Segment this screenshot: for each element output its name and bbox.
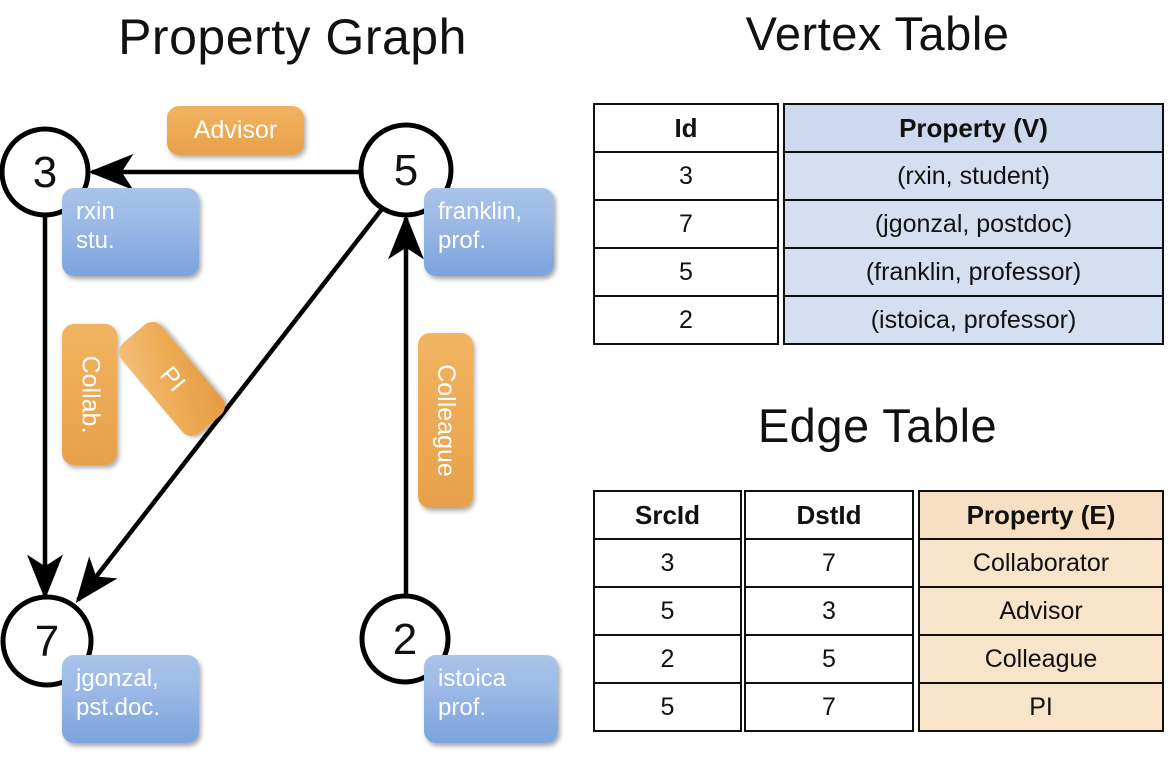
vertex-id-cell: 7 [593, 199, 779, 249]
node-property-box-5: franklin, prof. [424, 188, 554, 276]
edge-srcid-cell: 2 [593, 634, 742, 684]
edge-dstid-cell: 3 [744, 586, 914, 636]
edge-property-cell: Advisor [918, 586, 1164, 636]
edge-property-cell: PI [918, 682, 1164, 732]
table-row: PI [918, 682, 1164, 732]
edge-table-header-srcid: SrcId [593, 490, 742, 540]
page-title-edge-table: Edge Table [757, 399, 998, 452]
page-title-property-graph: Property Graph [118, 9, 467, 65]
edge-dstid-cell: 5 [744, 634, 914, 684]
table-row: 3 [593, 151, 779, 201]
edge-label-collab: Collab. [62, 324, 117, 465]
edge-label-pi-text: PI [154, 360, 191, 397]
vertex-property-cell: (istoica, professor) [783, 295, 1164, 345]
table-header-row: Property (V) [783, 103, 1164, 153]
table-row: Colleague [918, 634, 1164, 684]
table-row: 5 [593, 682, 742, 732]
edge-property-cell: Collaborator [918, 538, 1164, 588]
node-property-box-2: istoica prof. [424, 655, 558, 743]
vertex-id-cell: 3 [593, 151, 779, 201]
node-property-5-line2: prof. [438, 227, 487, 255]
edge-srcid-cell: 5 [593, 682, 742, 732]
vertex-table-property-column: Property (V) (rxin, student) (jgonzal, p… [783, 103, 1164, 345]
edge-table-dstid-column: DstId 7 3 5 7 [744, 490, 914, 732]
edge-table-header-dstid: DstId [744, 490, 914, 540]
table-row: 5 [744, 634, 914, 684]
node-property-7-line2: pst.doc. [76, 694, 161, 722]
edge-label-colleague: Colleague [418, 333, 473, 508]
node-property-3-line1: rxin [76, 198, 115, 225]
table-row: (rxin, student) [783, 151, 1164, 201]
edge-property-cell: Colleague [918, 634, 1164, 684]
vertex-table-header-id: Id [593, 103, 779, 153]
edge-dstid-cell: 7 [744, 538, 914, 588]
edge-table-property-column: Property (E) Collaborator Advisor Collea… [918, 490, 1164, 732]
table-row: 7 [744, 538, 914, 588]
edge-srcid-cell: 3 [593, 538, 742, 588]
edge-srcid-cell: 5 [593, 586, 742, 636]
table-row: 2 [593, 634, 742, 684]
vertex-table-header-property: Property (V) [783, 103, 1164, 153]
node-property-box-7: jgonzal, pst.doc. [62, 655, 199, 743]
vertex-property-cell: (rxin, student) [783, 151, 1164, 201]
table-header-row: Property (E) [918, 490, 1164, 540]
table-header-row: DstId [744, 490, 914, 540]
table-row: 7 [593, 199, 779, 249]
table-row: 3 [593, 538, 742, 588]
edge-5-to-7-pi [75, 203, 387, 603]
table-row: 2 [593, 295, 779, 345]
vertex-id-cell: 2 [593, 295, 779, 345]
table-header-row: Id [593, 103, 779, 153]
edge-label-advisor-text: Advisor [193, 116, 278, 144]
table-row: 5 [593, 586, 742, 636]
vertex-property-cell: (franklin, professor) [783, 247, 1164, 297]
table-row: Collaborator [918, 538, 1164, 588]
node-property-5-line1: franklin, [438, 198, 523, 225]
table-row: (istoica, professor) [783, 295, 1164, 345]
edge-label-collab-text: Collab. [76, 355, 105, 434]
page-title-vertex-table: Vertex Table [745, 7, 1010, 60]
table-row: 3 [744, 586, 914, 636]
vertex-id-cell: 5 [593, 247, 779, 297]
node-property-2-line1: istoica [438, 665, 507, 692]
table-row: (franklin, professor) [783, 247, 1164, 297]
table-row: Advisor [918, 586, 1164, 636]
node-property-3-line2: stu. [76, 227, 115, 255]
edge-table-header-property: Property (E) [918, 490, 1164, 540]
edge-label-colleague-text: Colleague [432, 364, 460, 477]
table-row: 5 [593, 247, 779, 297]
table-row: (jgonzal, postdoc) [783, 199, 1164, 249]
vertex-property-cell: (jgonzal, postdoc) [783, 199, 1164, 249]
table-header-row: SrcId [593, 490, 742, 540]
edge-dstid-cell: 7 [744, 682, 914, 732]
node-property-2-line2: prof. [438, 694, 487, 722]
table-row: 7 [744, 682, 914, 732]
node-property-box-3: rxin stu. [62, 188, 199, 276]
edge-label-advisor: Advisor [167, 106, 304, 155]
vertex-table-id-column: Id 3 7 5 2 [593, 103, 779, 345]
node-property-7-line1: jgonzal, [76, 665, 159, 692]
edge-table-srcid-column: SrcId 3 5 2 5 [593, 490, 742, 732]
